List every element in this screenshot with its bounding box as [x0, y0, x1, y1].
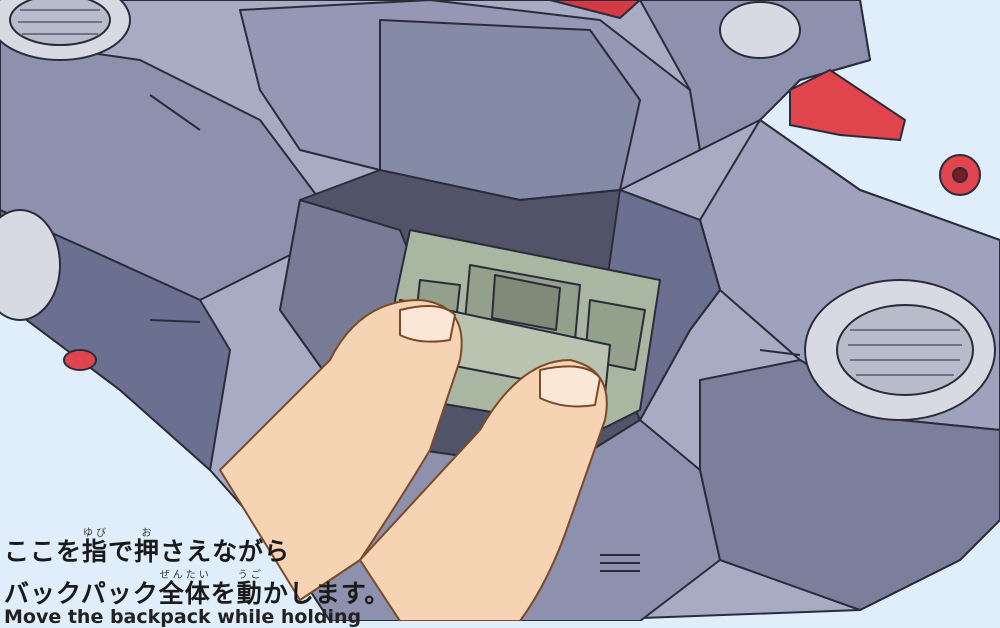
red-nozzle-icon — [939, 154, 981, 196]
caption-text: を — [210, 579, 237, 608]
instruction-line-english: Move the backpack while holding — [4, 606, 362, 628]
red-fin-icon — [63, 0, 907, 371]
ruby-word: 動うご — [236, 570, 263, 608]
ruby-word: 押お — [134, 528, 161, 566]
vent-slats — [18, 9, 962, 376]
ruby-word: 全体ぜんたい — [158, 570, 211, 608]
instruction-line-2: バックパック全体ぜんたいを動うごかします。 — [4, 570, 390, 606]
caption-text: ここを — [4, 537, 83, 566]
caption-text: さえながら — [160, 537, 291, 566]
instruction-line-1: ここを指ゆびで押おさえながら — [4, 528, 290, 564]
finger-icon — [219, 299, 608, 621]
caption-text: で — [108, 537, 135, 566]
caption-text: バックパック — [4, 579, 159, 608]
panel-lines — [149, 94, 801, 572]
caption-text: かします。 — [262, 579, 391, 608]
ruby-word: 指ゆび — [82, 528, 109, 566]
vent-icon — [0, 0, 996, 421]
